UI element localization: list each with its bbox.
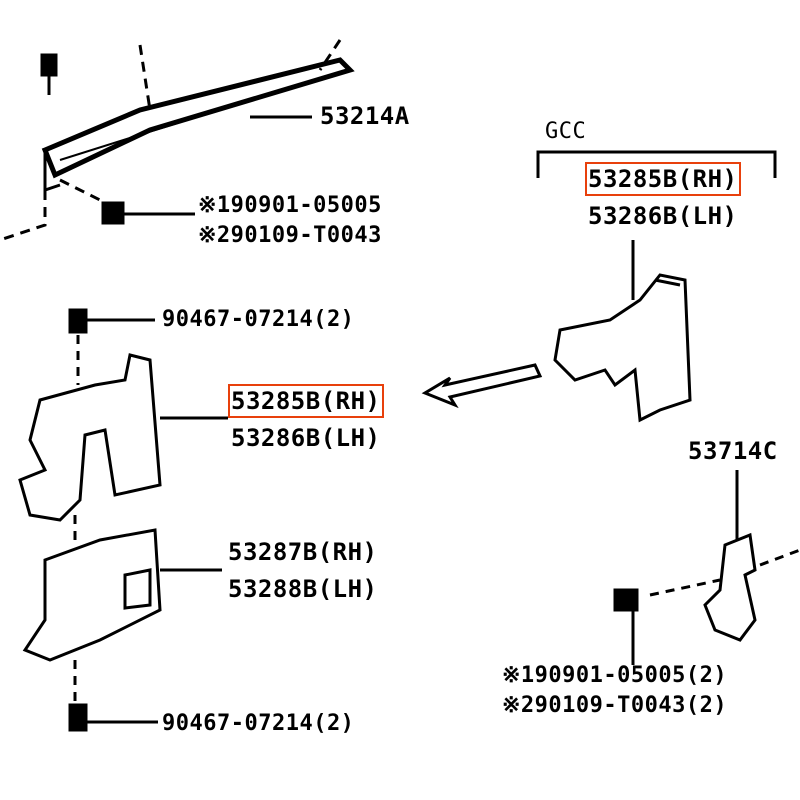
part-53285b-right[interactable] [553, 273, 692, 423]
bolt-icon [40, 53, 58, 95]
label-gcc-lh[interactable]: 53286B(LH) [588, 202, 738, 230]
label-gcc-rh[interactable]: 53285B(RH) [585, 162, 741, 196]
part-53285b-left[interactable] [18, 353, 162, 522]
label-mid-lh[interactable]: 53286B(LH) [231, 424, 381, 452]
part-53287b[interactable] [22, 528, 162, 662]
label-bolt-2[interactable]: ※290109-T0043 [198, 223, 382, 248]
label-clip-bottom[interactable]: 90467-07214(2) [162, 711, 355, 736]
clip-icon [68, 703, 158, 732]
arrow-icon [421, 363, 543, 409]
clip-icon [68, 308, 155, 334]
part-53714c-hinge[interactable] [703, 532, 757, 642]
gcc-bracket [536, 150, 777, 178]
label-lower-rh[interactable]: 53287B(RH) [228, 538, 378, 566]
label-bolt-1[interactable]: ※190901-05005 [198, 193, 382, 218]
label-53214a[interactable]: 53214A [320, 102, 410, 130]
bolt-icon [613, 588, 639, 665]
label-clip-top[interactable]: 90467-07214(2) [162, 307, 355, 332]
label-53714c[interactable]: 53714C [688, 437, 778, 465]
label-mid-rh[interactable]: 53285B(RH) [228, 384, 384, 418]
dashed-lines [0, 39, 342, 242]
label-bolt-br-1[interactable]: ※190901-05005(2) [502, 663, 728, 688]
part-53214a-rail[interactable] [41, 57, 355, 193]
bolt-icon [101, 201, 195, 225]
label-gcc: GCC [545, 119, 587, 144]
label-lower-lh[interactable]: 53288B(LH) [228, 575, 378, 603]
label-bolt-br-2[interactable]: ※290109-T0043(2) [502, 693, 728, 718]
